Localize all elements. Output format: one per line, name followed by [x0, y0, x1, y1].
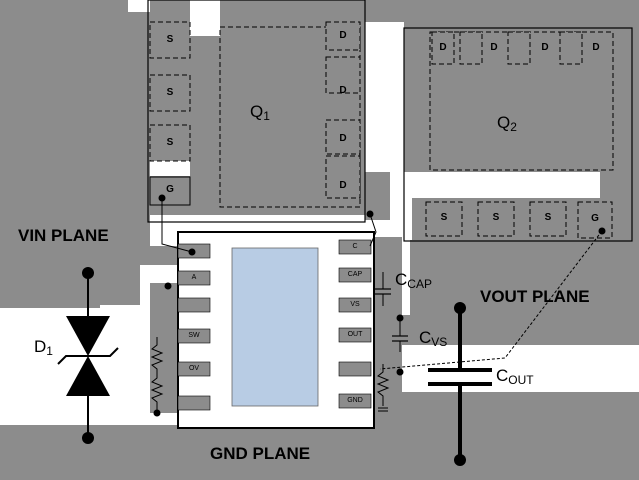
q1-drain-pad-4 — [325, 155, 361, 199]
q2-drain-label-4: D — [592, 42, 600, 53]
ic-pin-right-label-1: C — [352, 243, 358, 250]
ic-pin-left-2 — [177, 270, 211, 286]
resistor-via-top — [164, 282, 172, 290]
q2-source-label-2: S — [492, 212, 500, 223]
q2-source-pad-2 — [477, 201, 515, 237]
q1-source-pad-2 — [149, 74, 191, 112]
gnd-plane — [0, 392, 639, 480]
q1-drain-label-2: D — [339, 85, 347, 96]
cout-via-top — [454, 302, 466, 314]
resistor-via-bottom — [153, 409, 161, 417]
gnd-plane-label: GND PLANE — [210, 444, 311, 463]
q1-source-pad-3 — [149, 124, 191, 162]
q2-source-label-1: S — [440, 212, 448, 223]
vout-plane-label: VOUT PLANE — [480, 287, 590, 306]
ic-die — [231, 247, 319, 407]
ic-pin-left-4 — [177, 328, 211, 344]
q1-label: Q1 — [250, 102, 270, 123]
resistor-1 — [150, 337, 164, 372]
q2-outline — [403, 27, 633, 242]
vin-plane — [0, 0, 178, 308]
ic-pin-left-5 — [177, 361, 211, 377]
q2-drain-label-1: D — [439, 42, 447, 53]
q1-source-label-3: S — [166, 137, 174, 148]
d1-lower-triangle — [66, 356, 110, 396]
ic-pin-right-2 — [338, 267, 372, 283]
ic-pin-right-label-2: CAP — [347, 271, 363, 278]
q1-source-pad-1 — [149, 21, 191, 59]
q2-gate-pad — [577, 201, 613, 239]
ic-pin-right-label-4: OUT — [347, 331, 363, 338]
q2-drain-pad-4 — [559, 31, 583, 65]
q2-drain-label-3: D — [541, 42, 549, 53]
q1-drain-pad-1 — [325, 21, 361, 51]
q2-drain-label-2: D — [490, 42, 498, 53]
q2-gate-label: G — [591, 213, 599, 224]
ic-pin-right-1 — [338, 239, 372, 255]
q2-source-pad-3 — [529, 201, 567, 237]
cvs-via-top — [396, 314, 404, 322]
q1-outline — [147, 0, 366, 223]
q1-drain-label-4: D — [339, 180, 347, 191]
q2-source-pad-1 — [425, 201, 463, 237]
d1-upper-triangle — [66, 316, 110, 356]
ic-pin-left-label-2: A — [191, 274, 197, 281]
q1-gate-label: G — [166, 184, 174, 195]
ic-left-copper — [150, 283, 178, 413]
d1-cathode-bar — [57, 347, 119, 365]
vout-plane — [390, 240, 639, 345]
q1-gate-trace — [161, 198, 193, 253]
ic-pin-left-label-4: SW — [188, 332, 200, 339]
resistor-2 — [150, 372, 164, 410]
q1-source-label-2: S — [166, 87, 174, 98]
q2-drain-pad-2 — [459, 31, 483, 65]
d1-via-bottom — [82, 432, 94, 444]
q1-drain-label-3: D — [339, 133, 347, 144]
resistor-3 — [376, 364, 390, 406]
q1-gate-pad — [149, 176, 191, 206]
ic-pin-right-5 — [338, 361, 372, 377]
q1-gap — [190, 0, 220, 36]
ic-pin-left-label-5: OV — [188, 365, 200, 372]
q1-source-label-1: S — [166, 34, 174, 45]
top-right-copper — [365, 0, 639, 22]
q1-drain-pad-2 — [325, 56, 361, 94]
c-pin-trace — [369, 213, 377, 247]
c-pin-via — [366, 210, 374, 218]
q2-drain-pad-3 — [507, 31, 531, 65]
q1-drain-label-1: D — [339, 30, 347, 41]
cout-via-bottom — [454, 454, 466, 466]
q1-gate-via — [158, 194, 166, 202]
q1-gate-gap — [150, 160, 190, 176]
ic-pin-right-6 — [338, 393, 372, 409]
cout-label: COUT — [496, 366, 534, 387]
cvs-label: CVS — [419, 328, 448, 349]
d1-label: D1 — [34, 337, 53, 358]
ic-pin-left-3 — [177, 297, 211, 313]
q2-gate-via — [598, 227, 606, 235]
ic-pin-right-label-3: VS — [350, 301, 360, 308]
ic-right-copper — [374, 237, 402, 417]
q2-source-label-3: S — [544, 212, 552, 223]
ic-pin-via — [188, 248, 196, 256]
vin-plane-label: VIN PLANE — [18, 226, 109, 245]
ic-pin-left-6 — [177, 395, 211, 411]
d1-via-top — [82, 267, 94, 279]
ic-pin-right-3 — [338, 297, 372, 313]
q2-label: Q2 — [497, 113, 517, 134]
q1-drain-pad-3 — [325, 119, 361, 155]
ic-pin-right-4 — [338, 327, 372, 343]
ccap-label: CCAP — [395, 270, 432, 291]
cvs-via-bottom — [396, 368, 404, 376]
ic-pin-right-label-6: GND — [347, 397, 363, 404]
q2-drain-pad-1 — [431, 31, 455, 65]
